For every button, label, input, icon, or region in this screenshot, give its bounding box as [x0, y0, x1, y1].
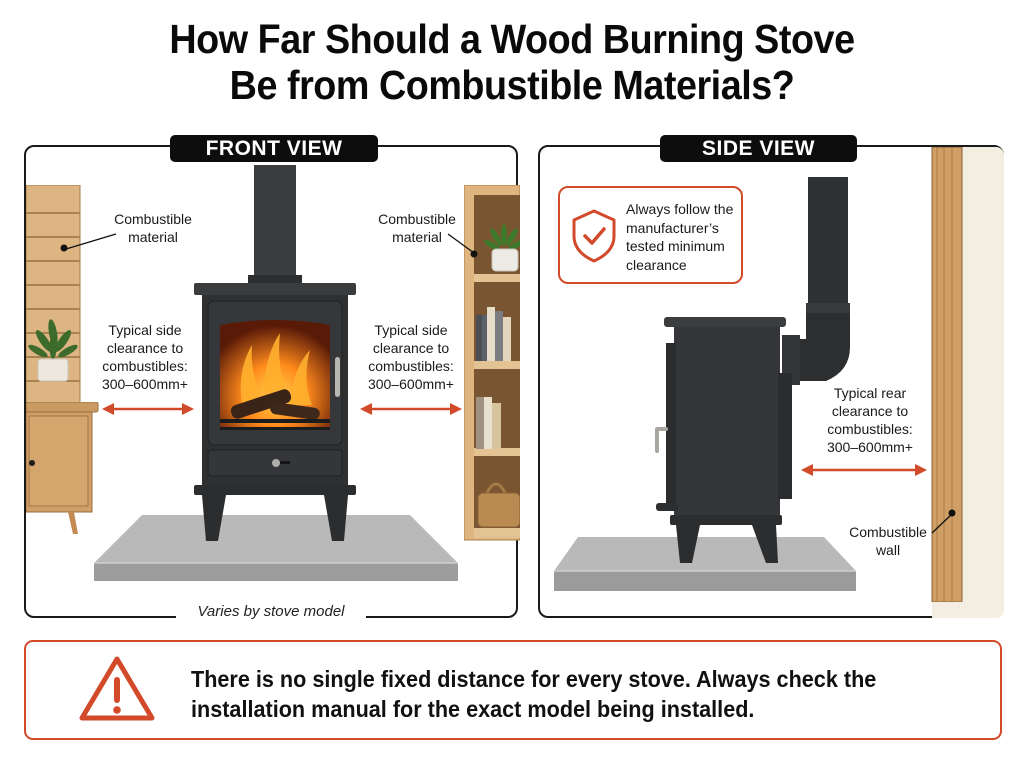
title-line-1: How Far Should a Wood Burning Stove [169, 16, 855, 62]
left-clearance-text: Typical side clearance to combustibles: … [101, 322, 188, 392]
manufacturer-notice-box: Always follow the manufacturer’s tested … [558, 186, 743, 284]
rear-clearance-arrow-icon [801, 464, 927, 476]
hearth-slab-illustration [554, 537, 856, 591]
side-view-panel: SIDE VIEW Always follow the manufacturer… [538, 135, 1004, 618]
right-clearance-arrow-icon [360, 403, 462, 415]
notice-text: Always follow the manufacturer’s tested … [626, 201, 734, 273]
rear-clearance-text: Typical rear clearance to combustibles: … [826, 385, 913, 455]
left-clearance-arrow-icon [102, 403, 194, 415]
leader-line [65, 233, 117, 250]
shield-check-icon [572, 209, 616, 263]
leader-line [447, 233, 475, 254]
leader-line [931, 513, 953, 534]
stove-front-illustration [194, 165, 356, 541]
page-title: How Far Should a Wood Burning Stove Be f… [41, 16, 983, 108]
hearth-slab-illustration [94, 515, 458, 581]
warning-triangle-icon [79, 656, 155, 721]
potted-plant-icon [28, 319, 78, 382]
front-view-label: FRONT VIEW [170, 135, 378, 162]
wooden-cabinet-illustration [26, 402, 99, 534]
title-line-2: Be from Combustible Materials? [229, 62, 795, 108]
right-clearance-text: Typical side clearance to combustibles: … [367, 322, 454, 392]
bookcase-illustration [464, 185, 520, 541]
combustible-wall-illustration [931, 147, 963, 602]
side-view-label: SIDE VIEW [660, 135, 857, 162]
front-view-caption: Varies by stove model [176, 603, 366, 620]
stove-side-illustration [655, 177, 850, 563]
right-combustible-label: Combustible material [378, 211, 456, 245]
warning-callout: There is no single fixed distance for ev… [24, 640, 1002, 740]
warning-text: There is no single fixed distance for ev… [191, 666, 877, 722]
combustible-wall-label: Combustible wall [849, 524, 927, 558]
front-view-panel: FRONT VIEW [24, 135, 520, 620]
left-combustible-label: Combustible material [114, 211, 192, 245]
